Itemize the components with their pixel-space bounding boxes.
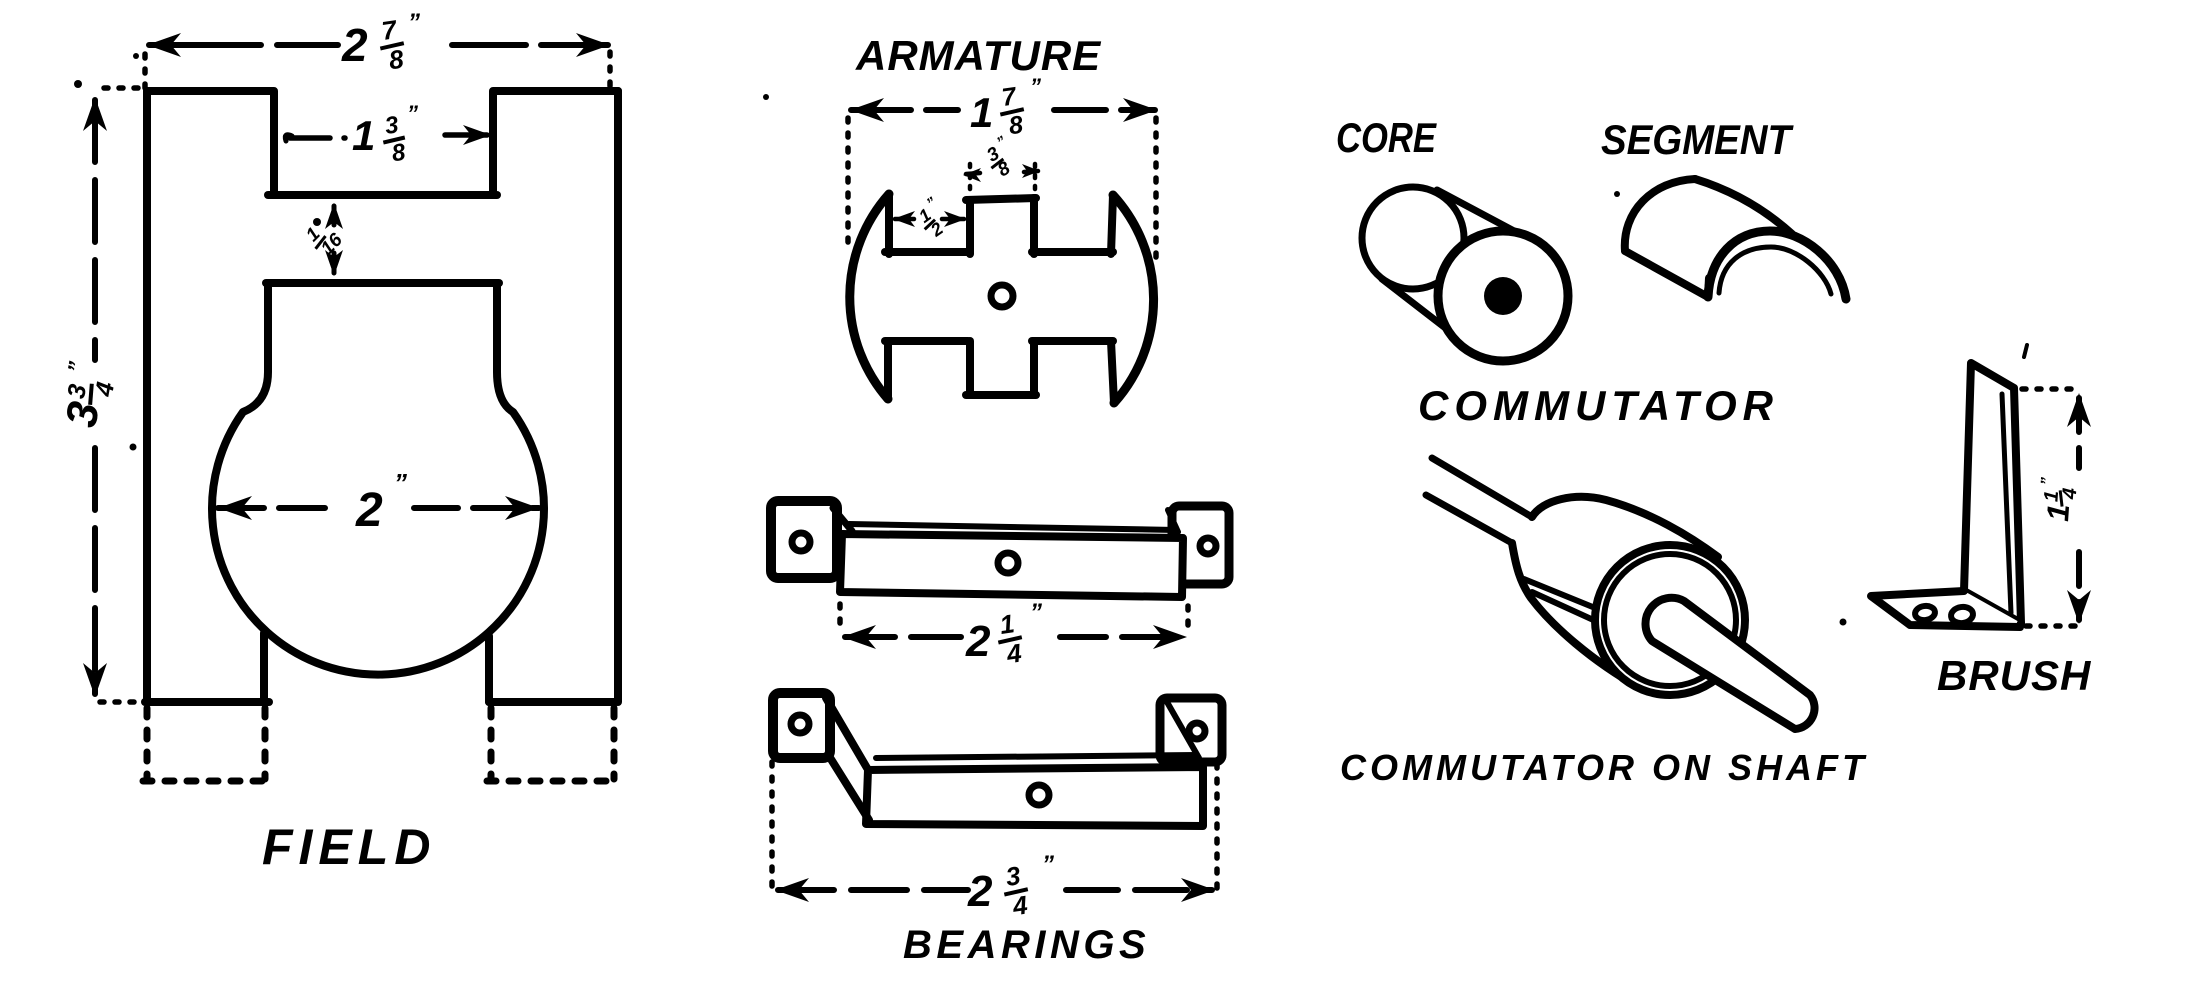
svg-text:4: 4	[1004, 637, 1024, 669]
svg-text:2: 2	[965, 617, 991, 666]
svg-text:8: 8	[1007, 111, 1025, 141]
svg-text:3: 3	[383, 111, 401, 140]
svg-text:SEGMENT: SEGMENT	[1601, 116, 1794, 163]
svg-text:”: ”	[2039, 477, 2057, 486]
svg-text:8: 8	[390, 139, 408, 168]
svg-text:2: 2	[355, 484, 383, 537]
svg-text:”: ”	[63, 360, 90, 375]
svg-text:8: 8	[387, 43, 406, 75]
svg-text:FIELD: FIELD	[262, 819, 436, 875]
svg-text:”: ”	[408, 9, 420, 36]
svg-text:7: 7	[380, 14, 400, 46]
svg-text:CORE: CORE	[1336, 114, 1438, 161]
svg-text:4: 4	[90, 380, 120, 400]
svg-text:1: 1	[2040, 503, 2076, 523]
svg-text:”: ”	[407, 101, 418, 126]
svg-text:1: 1	[352, 112, 375, 159]
svg-text:3: 3	[62, 382, 92, 401]
svg-text:3: 3	[1004, 860, 1023, 892]
svg-text:4: 4	[1010, 889, 1030, 921]
svg-text:1: 1	[970, 89, 993, 136]
svg-text:COMMUTATOR ON SHAFT: COMMUTATOR ON SHAFT	[1340, 747, 1868, 788]
svg-text:4: 4	[2059, 487, 2082, 501]
svg-text:”: ”	[1042, 851, 1054, 878]
svg-text:ARMATURE: ARMATURE	[855, 32, 1102, 79]
svg-text:COMMUTATOR: COMMUTATOR	[1418, 382, 1779, 429]
svg-text:7: 7	[1000, 82, 1019, 112]
svg-text:BEARINGS: BEARINGS	[903, 923, 1150, 967]
svg-text:”: ”	[394, 468, 407, 498]
svg-text:”: ”	[1030, 599, 1042, 626]
svg-text:2: 2	[967, 867, 993, 916]
svg-text:1: 1	[998, 608, 1017, 640]
svg-text:2: 2	[341, 19, 368, 71]
svg-text:”: ”	[1030, 74, 1041, 99]
svg-text:1: 1	[2040, 490, 2063, 503]
svg-text:BRUSH: BRUSH	[1937, 652, 2092, 699]
